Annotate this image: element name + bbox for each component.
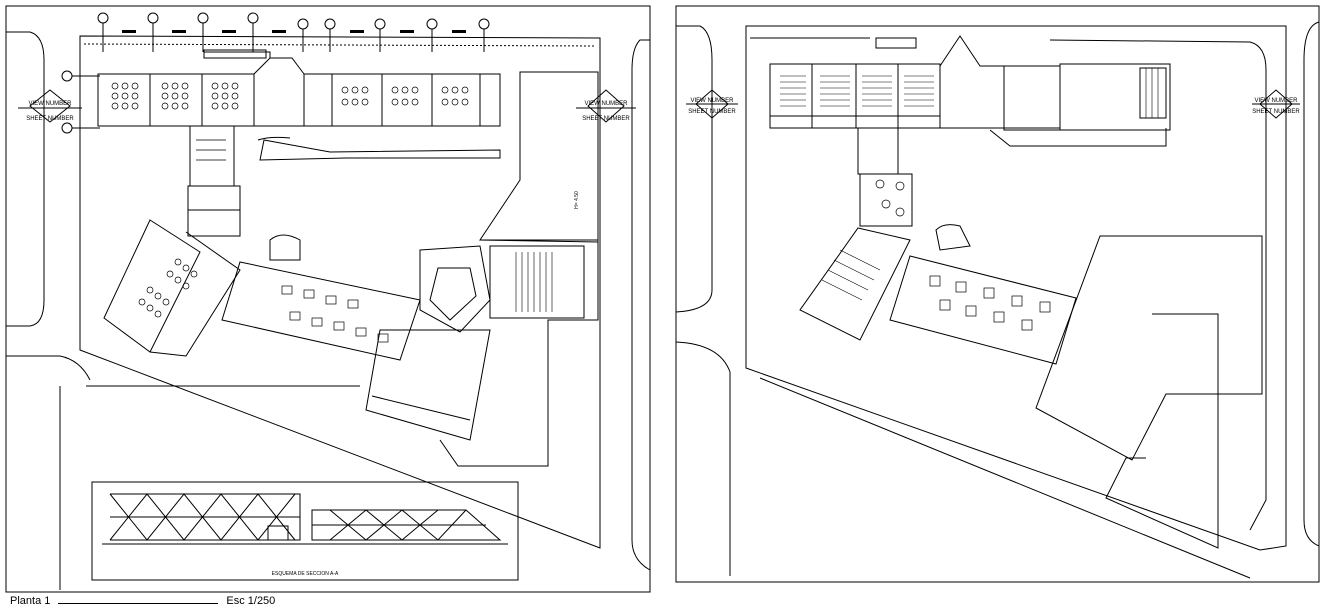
left-street-curb-west xyxy=(6,31,45,327)
left-grid-axes-top xyxy=(97,12,490,52)
right-curb-east-inner xyxy=(1049,39,1267,531)
right-view-marker-west: VIEW NUMBER SHEET NUMBER xyxy=(686,89,738,119)
left-east-plaza xyxy=(439,239,599,467)
left-stair-treads xyxy=(515,252,553,312)
left-southwest-wing xyxy=(103,219,201,353)
right-atrium xyxy=(859,173,913,227)
left-round-room xyxy=(269,234,301,261)
left-site-inner-line xyxy=(83,43,597,47)
left-stair-core xyxy=(187,185,241,237)
left-admin-furniture xyxy=(281,285,389,343)
right-curb-south-west xyxy=(675,341,731,576)
right-classroom-seats xyxy=(780,75,934,107)
left-connector xyxy=(189,125,235,187)
left-classroom-furniture xyxy=(111,82,469,110)
left-sheet-frame xyxy=(5,5,651,593)
left-dimension-label: H= 4.50 xyxy=(574,191,580,209)
right-walkway xyxy=(989,128,1167,147)
right-admin-furniture xyxy=(929,275,1051,331)
right-east-plaza-inner xyxy=(1105,313,1219,549)
right-east-view-number: VIEW NUMBER xyxy=(1254,98,1298,104)
left-west-view-number: VIEW NUMBER xyxy=(28,101,72,107)
right-round-room xyxy=(935,224,971,251)
left-ramp xyxy=(203,49,267,59)
left-north-wing-east xyxy=(303,73,501,127)
right-east-plaza-outline xyxy=(1035,235,1263,461)
left-east-view-number: VIEW NUMBER xyxy=(584,101,628,107)
left-section-panel xyxy=(91,481,519,581)
left-section-label: ESQUEMA DE SECCION A-A xyxy=(272,571,339,577)
left-section-drawing xyxy=(102,493,508,545)
right-east-annex xyxy=(1059,63,1171,131)
right-east-sheet-number: SHEET NUMBER xyxy=(1252,109,1300,115)
right-southwest-wing xyxy=(799,227,911,341)
left-east-sheet-number: SHEET NUMBER xyxy=(582,116,630,122)
plan-title: Planta 1 xyxy=(10,595,51,607)
right-diagonal-street xyxy=(759,377,1251,579)
left-atrium-inner xyxy=(429,267,477,321)
left-east-stairs xyxy=(489,245,585,319)
left-southwest-furniture xyxy=(138,258,198,318)
left-view-marker-east: VIEW NUMBER SHEET NUMBER xyxy=(576,89,636,123)
left-southeast-wing xyxy=(365,329,491,441)
left-southwest-wing-2 xyxy=(149,231,241,357)
right-street-curb-east xyxy=(1303,21,1320,547)
left-north-wall xyxy=(122,30,466,33)
left-site-boundary xyxy=(79,35,601,549)
right-ramp xyxy=(875,37,917,49)
left-street-curb-east xyxy=(631,39,651,571)
left-street-corner-sw xyxy=(6,355,91,381)
right-admin-block xyxy=(889,255,1077,365)
left-atrium xyxy=(419,245,491,333)
right-lobby xyxy=(1003,65,1061,131)
right-connector xyxy=(857,127,899,175)
left-central-hall xyxy=(253,57,305,127)
left-admin-block xyxy=(221,261,421,361)
right-stair-treads xyxy=(1145,68,1159,118)
left-view-marker-west: VIEW NUMBER SHEET NUMBER xyxy=(18,89,82,123)
plan-caption: Planta 1 Esc 1/250 xyxy=(10,594,283,607)
left-north-wing-west xyxy=(97,73,255,127)
right-entry-hall xyxy=(939,35,1061,129)
right-west-sheet-number: SHEET NUMBER xyxy=(688,109,736,115)
left-west-sheet-number: SHEET NUMBER xyxy=(26,116,74,122)
right-view-marker-east: VIEW NUMBER SHEET NUMBER xyxy=(1252,89,1300,119)
right-site-boundary xyxy=(745,25,1287,551)
right-sheet-frame xyxy=(675,5,1320,583)
plan-scale: Esc 1/250 xyxy=(226,595,276,607)
left-walkway-curve xyxy=(257,136,291,141)
left-ramp-outline xyxy=(204,51,271,58)
left-grid-axes-side xyxy=(61,70,100,134)
right-west-view-number: VIEW NUMBER xyxy=(690,98,734,104)
right-stairs xyxy=(1139,67,1167,119)
right-southwest-desks xyxy=(821,249,881,301)
right-north-wing xyxy=(769,63,941,129)
left-walkway xyxy=(259,139,501,161)
right-street-curb-west xyxy=(675,25,713,313)
left-east-courtyard xyxy=(479,71,599,243)
caption-rule xyxy=(58,594,219,604)
right-atrium-furniture xyxy=(875,179,905,217)
